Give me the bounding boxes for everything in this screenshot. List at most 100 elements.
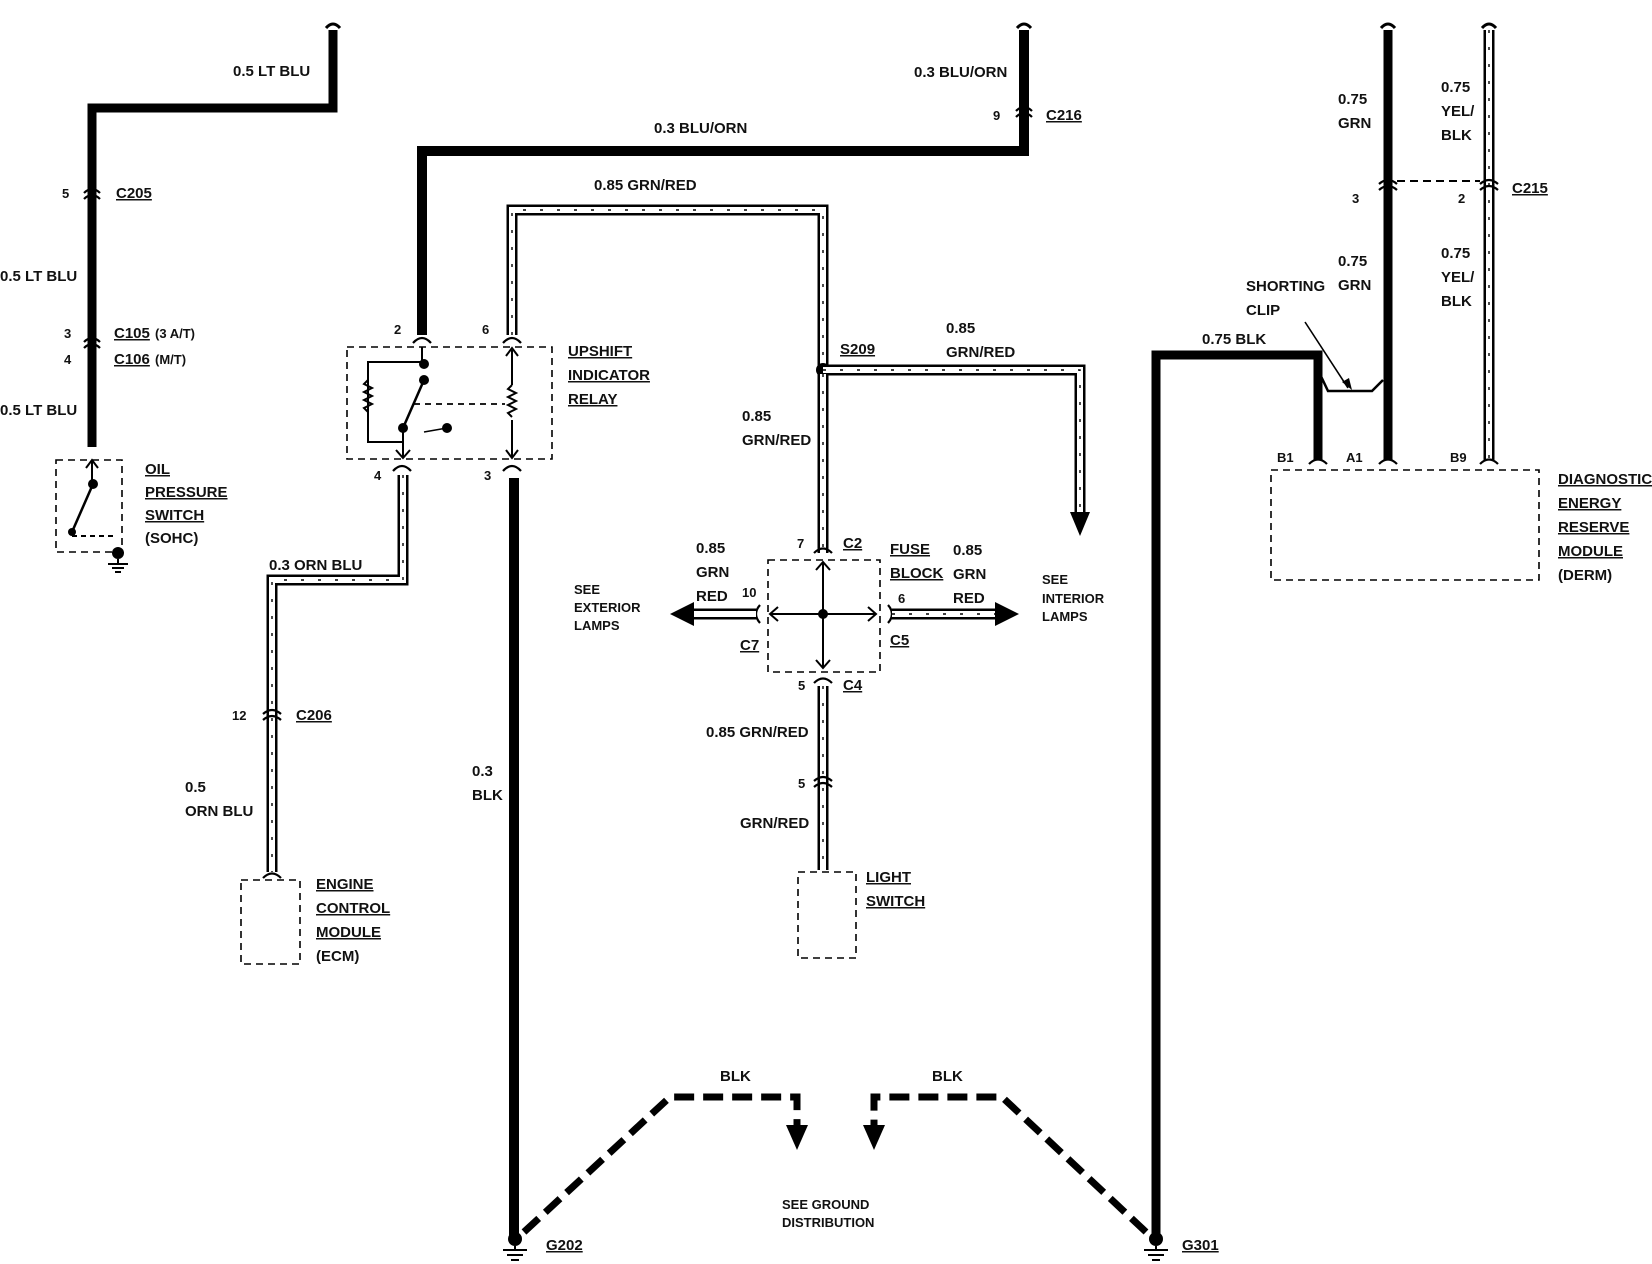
wire-label: 0.5 LT BLU	[0, 402, 77, 419]
pin-connector	[502, 336, 522, 344]
wire-label: RED	[696, 588, 728, 605]
ground-label: G301	[1182, 1237, 1219, 1254]
component-label: FUSE	[890, 541, 930, 558]
pin-number: 9	[993, 108, 1000, 123]
wire-orn-blu-inner	[269, 475, 406, 872]
wire-label: 0.75	[1338, 91, 1367, 108]
reference-label: INTERIOR	[1042, 591, 1105, 606]
pin-number: B1	[1277, 450, 1294, 465]
ground-label: G202	[546, 1237, 583, 1254]
connector-label: C4	[843, 677, 863, 694]
component-label: MODULE	[1558, 543, 1623, 560]
component-label: CONTROL	[316, 900, 390, 917]
wire-label: YEL/	[1441, 269, 1475, 286]
component-label: SHORTING	[1246, 278, 1325, 295]
wire-label: ORN BLU	[185, 803, 253, 820]
wire-label: 0.75 BLK	[1202, 331, 1266, 348]
derm-circuit: 0.75 GRN 0.75 YEL/ BLK 3 2 C215 0.75 GRN…	[1151, 22, 1652, 1236]
oil-pressure-switch-box	[55, 459, 123, 553]
pin-number: 4	[64, 352, 72, 367]
connector-label: C206	[296, 707, 332, 724]
ground-distribution: BLK BLK SEE GROUND DISTRIBUTION G202 G30…	[503, 1068, 1219, 1261]
pin-number: B9	[1450, 450, 1467, 465]
connector-c216	[1015, 105, 1033, 118]
wire-label: GRN	[1338, 115, 1371, 132]
wire-label: RED	[953, 590, 985, 607]
pin-number: 3	[1352, 191, 1359, 206]
relay-contact-wire	[395, 428, 411, 460]
pin-number: 2	[394, 322, 401, 337]
wire-label: 0.75	[1441, 79, 1470, 96]
connector-c205	[83, 187, 101, 200]
wire-break-mark	[324, 22, 342, 30]
ground-point	[112, 547, 124, 559]
connector-label: C105	[114, 325, 150, 342]
wire-label: 0.85	[953, 542, 982, 559]
splice-label: S209	[840, 341, 875, 358]
wire-blk	[1151, 350, 1323, 1236]
wire-label: 0.3 ORN BLU	[269, 557, 362, 574]
pin-connector	[1308, 458, 1499, 465]
connector-c206	[262, 708, 282, 721]
pin-connector	[412, 336, 432, 344]
component-label: SWITCH	[145, 507, 204, 524]
ground-wire-right	[870, 1093, 1149, 1235]
connector-c4	[813, 677, 833, 684]
relay-node	[419, 359, 429, 369]
component-label: (SOHC)	[145, 530, 198, 547]
wire-label: 0.3 BLU/ORN	[914, 64, 1007, 81]
pin-number: 3	[64, 326, 71, 341]
component-label: DIAGNOSTIC	[1558, 471, 1652, 488]
pin-connector	[262, 872, 282, 879]
reference-label: EXTERIOR	[574, 600, 641, 615]
component-label: RELAY	[568, 391, 617, 408]
switch-blade	[70, 483, 95, 533]
arrow-down-icon	[863, 1125, 885, 1150]
wire-grn-red-outer	[823, 364, 1086, 512]
wire-break-mark	[1015, 22, 1033, 30]
lighting-circuit: S209 0.85 GRN/RED SEE INTERIOR LAMPS 0.8…	[574, 320, 1105, 959]
wire-grn-red-inner	[823, 367, 1083, 512]
wire-label: BLK	[1441, 127, 1472, 144]
component-label: (ECM)	[316, 948, 359, 965]
wire-grn-red-outer	[506, 204, 829, 368]
connector-c7	[754, 604, 761, 624]
wire-label: 0.5 LT BLU	[233, 63, 310, 80]
wire-label: BLK	[720, 1068, 751, 1085]
connector-light-switch	[813, 775, 833, 788]
connector-label: C205	[116, 185, 152, 202]
pin-number: 5	[798, 678, 805, 693]
pin-number: 4	[374, 468, 382, 483]
connector-label: C7	[740, 637, 759, 654]
component-label: PRESSURE	[145, 484, 228, 501]
component-label: CLIP	[1246, 302, 1280, 319]
relay-coil-wire	[367, 347, 423, 443]
pin-connector	[502, 464, 522, 472]
pin-number: 12	[232, 708, 246, 723]
derm-box	[1270, 469, 1540, 581]
pin-number: 3	[484, 468, 491, 483]
relay-armature	[423, 427, 448, 433]
reference-label: SEE GROUND	[782, 1197, 869, 1212]
reference-label: LAMPS	[574, 618, 620, 633]
upshift-relay-box	[346, 346, 553, 460]
wire-label: GRN/RED	[740, 815, 809, 832]
pin-number: 5	[798, 776, 805, 791]
oil-pressure-circuit: 0.5 LT BLU 5 C205 0.5 LT BLU 3 C105 (3 A…	[0, 22, 342, 573]
wire-lt-blu	[87, 30, 338, 447]
relay-coil-wire	[505, 346, 519, 460]
ecm-box	[240, 879, 301, 965]
reference-label: SEE	[574, 582, 600, 597]
wire-break-mark	[1379, 22, 1397, 30]
wire-label: YEL/	[1441, 103, 1475, 120]
light-switch-box	[797, 871, 857, 959]
wire-label: 0.75	[1441, 245, 1470, 262]
relay-contact	[401, 379, 426, 429]
wire-label: 0.85	[946, 320, 975, 337]
wire-label: 0.5 LT BLU	[0, 268, 77, 285]
wire-label: GRN	[1338, 277, 1371, 294]
wire-label: GRN	[696, 564, 729, 581]
component-label: LIGHT	[866, 869, 911, 886]
wire-label: 0.75	[1338, 253, 1367, 270]
